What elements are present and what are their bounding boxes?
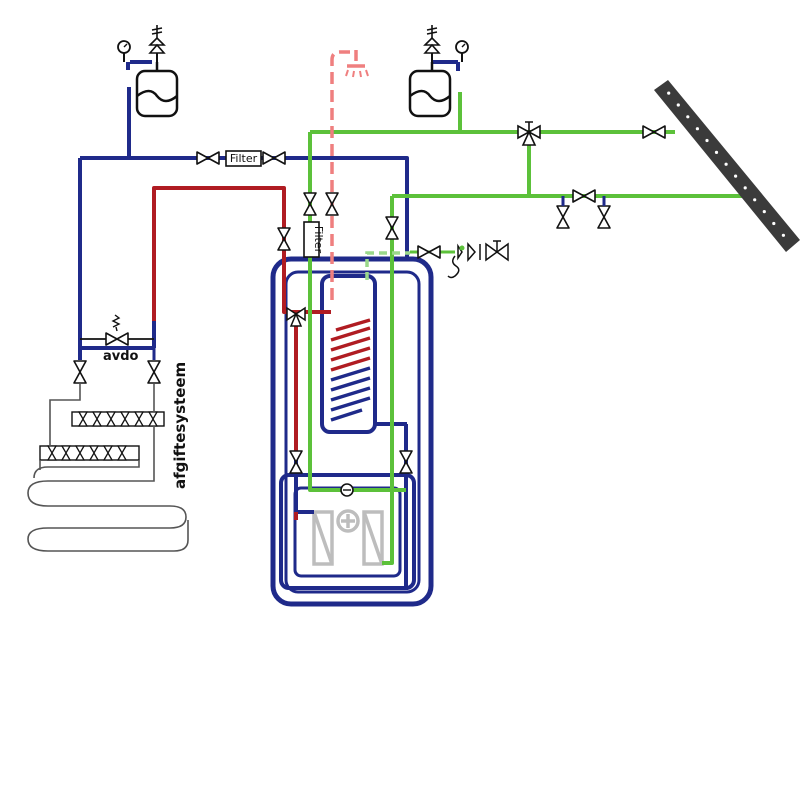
ball-valve-icon [289,450,303,474]
safety-valve-icon [423,25,441,62]
collector-dot [781,233,786,237]
heat-exchangers [312,509,384,566]
valves [73,121,666,497]
collector-dot [743,186,747,190]
bypass-valve-label: avdo [103,349,139,364]
circulation-pump-icon [340,483,354,497]
manifold-valve-icon [60,445,72,461]
manifold-valve-icon [116,445,128,461]
check-valve-icon [447,240,509,279]
ball-valve-icon [642,125,666,139]
ball-valve-icon [73,360,87,384]
collector-dot [734,174,738,178]
hot-water-line [330,50,369,300]
drain-valve-icon [597,205,611,229]
ball-valve-icon [399,450,413,474]
manifold-valve-icon [46,445,58,461]
filter-label: Filter [230,152,258,165]
ball-valve-icon [325,192,339,216]
three-way-valve-icon [517,121,541,146]
collector-dot [686,115,690,119]
floor-heating-loops [27,384,189,552]
manifold-valve-icon [74,445,86,461]
manifold-valve-icon [147,411,159,427]
collector-dot [714,150,719,154]
collector-dot [753,198,757,202]
expansion-vessel-right [408,25,469,118]
ball-valve-icon [303,192,317,216]
filter-vertical: Filter [303,221,325,258]
coil-hot [330,318,371,372]
collector-dot [667,91,671,95]
drain-valve-icon [556,205,570,229]
collector-dot [676,103,680,107]
collector-dot [762,210,766,214]
bypass-valve-icon [105,332,129,346]
distribution-system [27,384,189,552]
ball-valve-icon [417,245,441,259]
collector-dot [705,138,709,143]
manifold-valve-icon [119,411,131,427]
manifold-valve-icon [102,445,114,461]
ball-valve-icon [572,189,596,203]
expansion-line [365,251,410,280]
mixing-valve-icon [286,306,306,327]
dhw-coil-tank [320,274,377,434]
manifold-valve-icon [88,445,100,461]
solar-collector [654,80,800,252]
bypass-spring-icon [111,314,121,332]
coil-cold [330,366,371,422]
filter-label-vertical: Filter [312,226,325,254]
ball-valve-icon [277,227,291,251]
storage-tank [270,256,434,607]
manifold-valve-icon [91,411,103,427]
collector-dot [695,127,700,131]
collector-dot [772,221,776,226]
expansion-vessel-left [117,25,179,118]
ball-valve-icon [385,216,399,240]
safety-valve-icon [148,25,166,62]
manifold-valve-icon [133,411,145,427]
distribution-system-label: afgiftesysteem [171,362,189,489]
ball-valve-icon [196,151,220,165]
manifold-valve-icon [105,411,117,427]
ball-valve-icon [147,360,161,384]
ball-valve-icon [262,151,286,165]
collector-dot [724,162,728,166]
filter-horizontal: Filter [225,150,262,167]
manifold-valve-icon [77,411,89,427]
